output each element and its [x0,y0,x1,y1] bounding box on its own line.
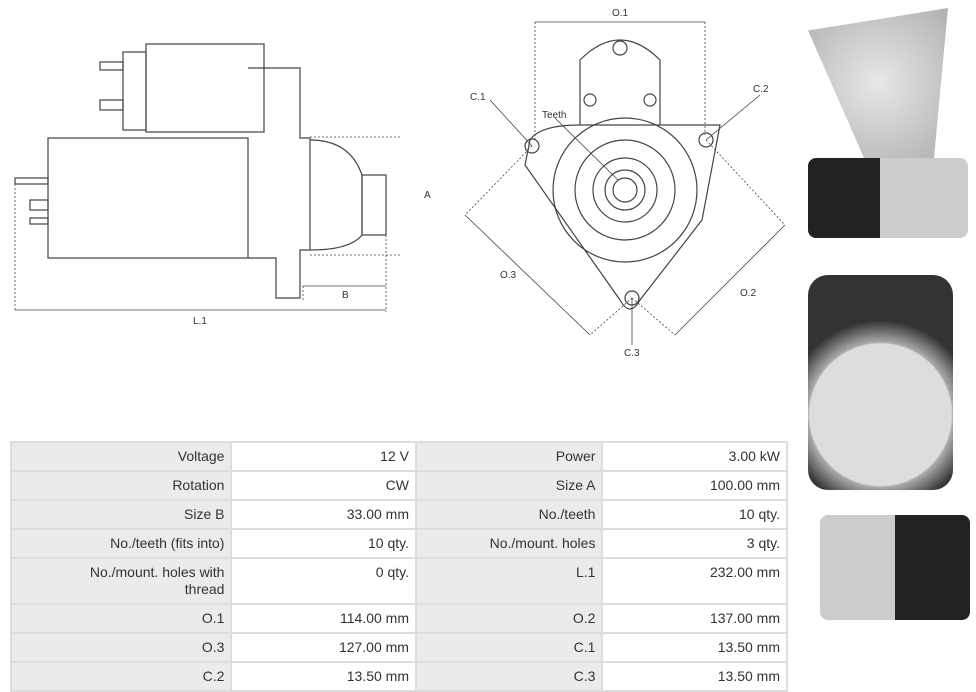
product-photo-angle [820,515,970,620]
spec-label: C.3 [414,661,604,692]
spec-value: 13.50 mm [230,661,417,692]
spec-value: 33.00 mm [230,499,417,530]
product-photo-rear [808,275,953,490]
spec-value: 3.00 kW [601,441,788,472]
spec-value: 114.00 mm [230,603,417,634]
product-photo-side [808,158,968,238]
spec-label: O.3 [9,632,233,663]
o3-label: O.3 [500,270,517,281]
spec-label: O.1 [9,603,233,634]
spec-value: 3 qty. [601,528,788,559]
spec-label: Size B [9,499,233,530]
spec-value: 0 qty. [230,557,417,605]
front-view-drawing: O.1 O.2 O.3 C.1 C.2 C.3 Teeth [464,8,786,359]
spec-label: No./teeth [414,499,604,530]
spec-label: Rotation [9,470,233,501]
spec-label: Voltage [9,441,233,472]
spec-label: C.2 [9,661,233,692]
o2-label: O.2 [740,288,757,299]
spec-value: 13.50 mm [601,632,788,663]
dim-b-label: B [342,290,349,301]
spec-value: 12 V [230,441,417,472]
spec-value: 127.00 mm [230,632,417,663]
spec-label: O.2 [414,603,604,634]
spec-label: No./teeth (fits into) [9,528,233,559]
spec-label: C.1 [414,632,604,663]
c3-label: C.3 [624,348,640,359]
spec-label: No./mount. holes [414,528,604,559]
spec-value: 13.50 mm [601,661,788,692]
product-photo-front [808,8,948,158]
o1-label: O.1 [612,8,629,19]
spec-label: No./mount. holes with thread [9,557,233,605]
c2-label: C.2 [753,84,769,95]
teeth-label: Teeth [542,110,566,121]
dim-l1-label: L.1 [193,316,207,327]
spec-row: No./teeth (fits into)10 qty.No./mount. h… [9,528,788,559]
spec-label: Power [414,441,604,472]
spec-value: 10 qty. [601,499,788,530]
dim-a: A [424,190,431,201]
spec-value: 232.00 mm [601,557,788,605]
spec-label: L.1 [414,557,604,605]
spec-value: 100.00 mm [601,470,788,501]
c1-label: C.1 [470,92,486,103]
spec-label: Size A [414,470,604,501]
spec-value: CW [230,470,417,501]
spec-value: 137.00 mm [601,603,788,634]
spec-value: 10 qty. [230,528,417,559]
side-view-drawing: A B L.1 [14,43,400,327]
